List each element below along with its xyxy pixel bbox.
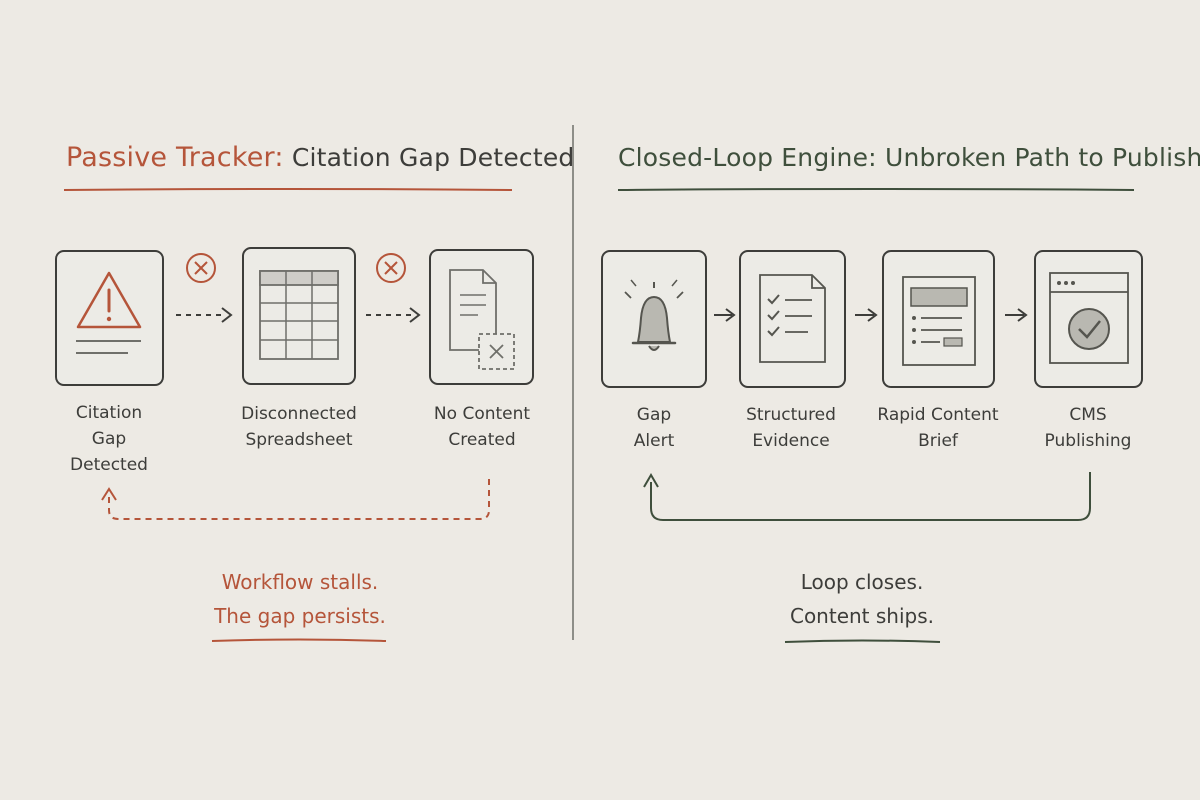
left-caption: Workflow stalls. The gap persists. — [214, 570, 386, 628]
left-title-lead: Passive Tracker: — [66, 142, 284, 173]
left-connector-1 — [176, 307, 233, 323]
right-title-underline — [617, 188, 1135, 191]
left-return-loop — [101, 479, 490, 520]
left-title-rest: Citation Gap Detected — [291, 143, 575, 172]
spreadsheet-grid-icon — [259, 270, 339, 360]
x-circle-icon — [186, 253, 216, 283]
document-x-icon — [449, 269, 515, 370]
checklist-document-icon — [759, 274, 826, 363]
left-panel-title: Passive Tracker: Citation Gap Detected — [66, 142, 575, 173]
right-panel-title: Closed-Loop Engine: Unbroken Path to Pub… — [618, 143, 1200, 172]
right-node-4-label: CMS Publishing — [1044, 405, 1132, 451]
left-node-3-label: No Content Created — [433, 404, 531, 450]
right-node-2-label: Structured Evidence — [746, 405, 836, 451]
right-node-2-box — [739, 250, 846, 388]
x-circle-icon — [376, 253, 406, 283]
browser-check-icon — [1049, 272, 1129, 364]
left-node-2-label: Disconnected Spreadsheet — [241, 404, 357, 450]
warning-triangle-icon — [76, 271, 142, 354]
right-caption: Loop closes. Content ships. — [789, 570, 935, 628]
bell-icon — [624, 279, 684, 351]
right-caption-underline — [784, 639, 941, 643]
left-node-1-label: Citation Gap Detected — [70, 403, 148, 475]
content-brief-icon — [902, 276, 976, 366]
left-caption-underline — [211, 638, 387, 642]
right-node-3-box — [882, 250, 995, 388]
right-node-1-label: Gap Alert — [633, 405, 675, 451]
left-connector-2 — [366, 307, 421, 323]
left-title-underline — [63, 188, 513, 191]
right-connector-2 — [855, 308, 878, 322]
right-node-3-label: Rapid Content Brief — [877, 405, 999, 451]
right-return-loop — [643, 472, 1091, 521]
right-connector-3 — [1005, 308, 1028, 322]
right-connector-1 — [714, 308, 736, 322]
